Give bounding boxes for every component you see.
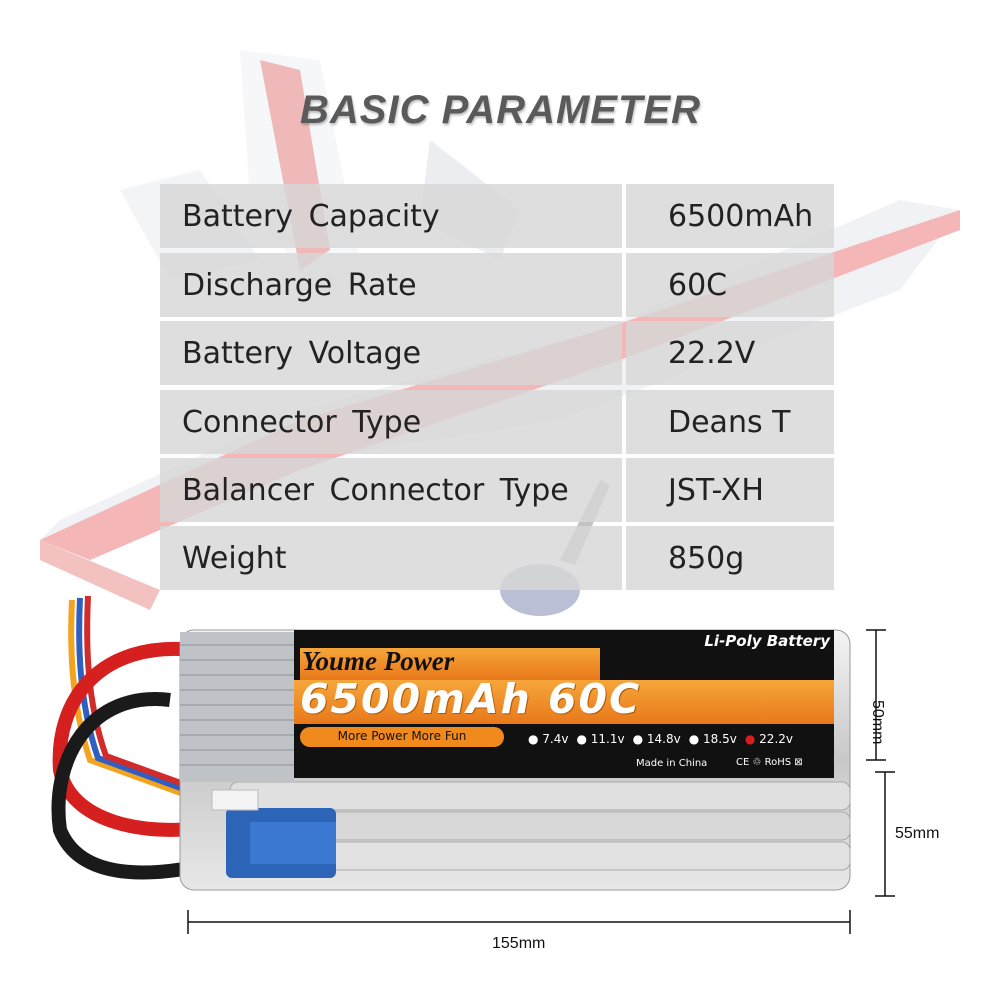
height-dimension-label: 50mm: [869, 700, 886, 745]
capacity-headline: 6500mAh 60C: [300, 675, 642, 723]
voltage-option: ● 18.5v: [688, 732, 737, 746]
spec-value: 22.2V: [626, 321, 834, 385]
page-title: BASIC PARAMETER: [300, 88, 701, 132]
spec-label: Discharge Rate: [160, 253, 622, 317]
product-type-label: Li-Poly Battery: [704, 632, 830, 650]
spec-row-battery-voltage: Battery Voltage 22.2V: [160, 321, 834, 385]
spec-row-balancer-connector-type: Balancer Connector Type JST-XH: [160, 458, 834, 522]
voltage-option-selected: ● 22.2v: [744, 732, 793, 746]
spec-row-battery-capacity: Battery Capacity 6500mAh: [160, 184, 834, 248]
voltage-option: ● 11.1v: [576, 732, 625, 746]
voltage-options: ● 7.4v ● 11.1v ● 14.8v ● 18.5v ● 22.2v: [528, 732, 793, 746]
certification-marks: CE ♲ RoHS ⊠: [736, 757, 803, 768]
spec-label: Battery Capacity: [160, 184, 622, 248]
brand-name: Youme Power: [302, 646, 455, 676]
spec-value: 60C: [626, 253, 834, 317]
spec-label: Connector Type: [160, 390, 622, 454]
spec-row-weight: Weight 850g: [160, 526, 834, 590]
voltage-option: ● 7.4v: [528, 732, 569, 746]
spec-value: 6500mAh: [626, 184, 834, 248]
spec-label: Weight: [160, 526, 622, 590]
length-dimension-label: 155mm: [492, 935, 546, 952]
ec5-connector-icon: [211, 789, 336, 878]
spec-label: Battery Voltage: [160, 321, 622, 385]
spec-value: Deans T: [626, 390, 834, 454]
width-dimension-label: 55mm: [895, 825, 940, 842]
voltage-option: ● 14.8v: [632, 732, 681, 746]
spec-row-connector-type: Connector Type Deans T: [160, 390, 834, 454]
spec-row-discharge-rate: Discharge Rate 60C: [160, 253, 834, 317]
spec-value: JST-XH: [626, 458, 834, 522]
slogan: More Power More Fun: [337, 729, 467, 743]
spec-value: 850g: [626, 526, 834, 590]
spec-label: Balancer Connector Type: [160, 458, 622, 522]
origin-text: Made in China: [636, 758, 708, 769]
